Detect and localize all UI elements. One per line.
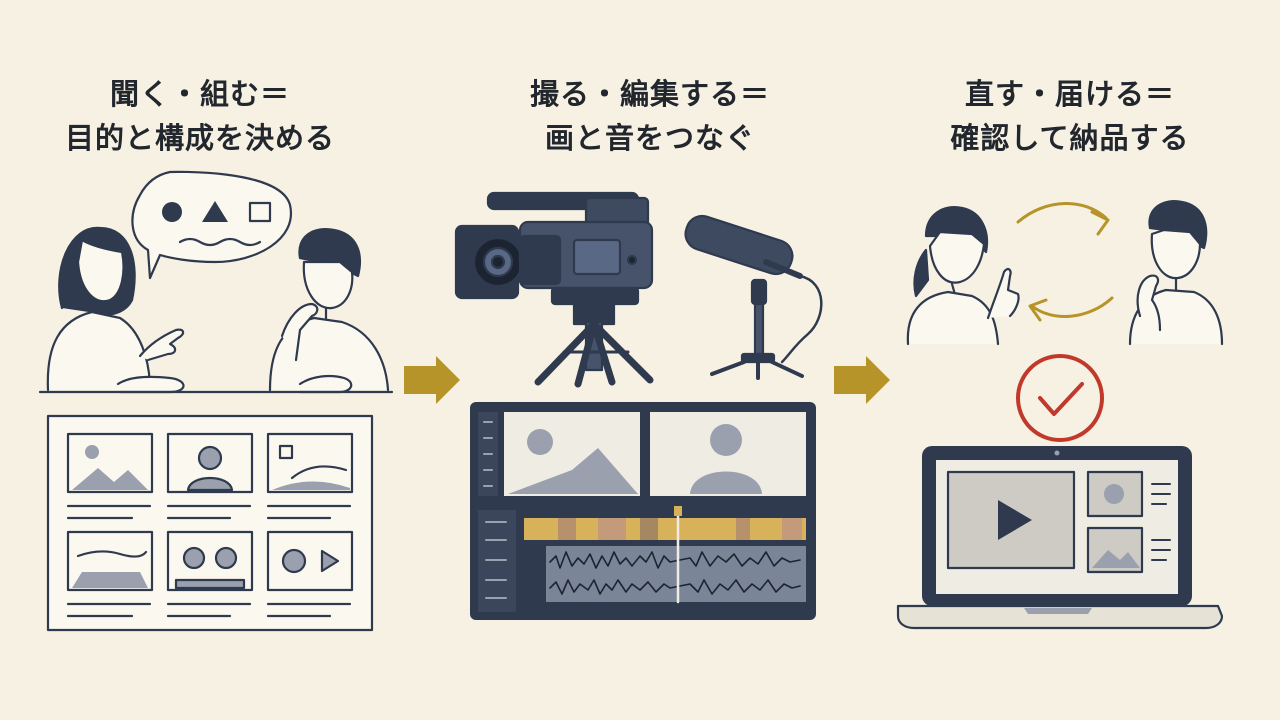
speech-bubble-icon <box>131 170 293 280</box>
tripod-icon <box>534 302 654 388</box>
play-icon <box>998 500 1032 540</box>
step3-illustration <box>896 200 1224 630</box>
step1-title-line1: 聞く・組む＝ <box>109 77 290 111</box>
feedback-loop-arrows-icon <box>1016 202 1114 322</box>
step2-illustration <box>454 191 823 620</box>
step2-title-line2: 画と音をつなぐ <box>544 121 755 155</box>
shotgun-microphone-icon <box>684 214 823 380</box>
woman-pointing-icon <box>906 206 1020 346</box>
step3-title-line1: 直す・届ける＝ <box>964 77 1175 111</box>
step3-title-line2: 確認して納品する <box>950 121 1190 155</box>
video-camera-icon <box>454 191 654 306</box>
man-icon <box>268 228 390 394</box>
square-shape-icon <box>248 201 272 223</box>
woman-icon <box>46 226 185 394</box>
step2-title: 撮る・編集する＝ 画と音をつなぐ <box>470 72 830 160</box>
step3-title: 直す・届ける＝ 確認して納品する <box>890 72 1250 160</box>
step2-title-line1: 撮る・編集する＝ <box>529 77 770 111</box>
audio-waveform-icon <box>549 551 801 569</box>
laptop-icon <box>896 446 1224 630</box>
editing-software-icon <box>470 402 816 620</box>
step1-illustration <box>38 170 394 632</box>
circle-shape-icon <box>162 202 182 222</box>
arrow-right-icon <box>834 356 890 404</box>
step1-title: 聞く・組む＝ 目的と構成を決める <box>20 72 380 160</box>
triangle-shape-icon <box>202 201 228 222</box>
storyboard-icon <box>46 414 374 632</box>
arrow-right-icon <box>404 356 460 404</box>
man-thinking-icon <box>1128 200 1224 346</box>
step1-title-line2: 目的と構成を決める <box>64 121 335 155</box>
checkmark-icon <box>1016 354 1104 442</box>
